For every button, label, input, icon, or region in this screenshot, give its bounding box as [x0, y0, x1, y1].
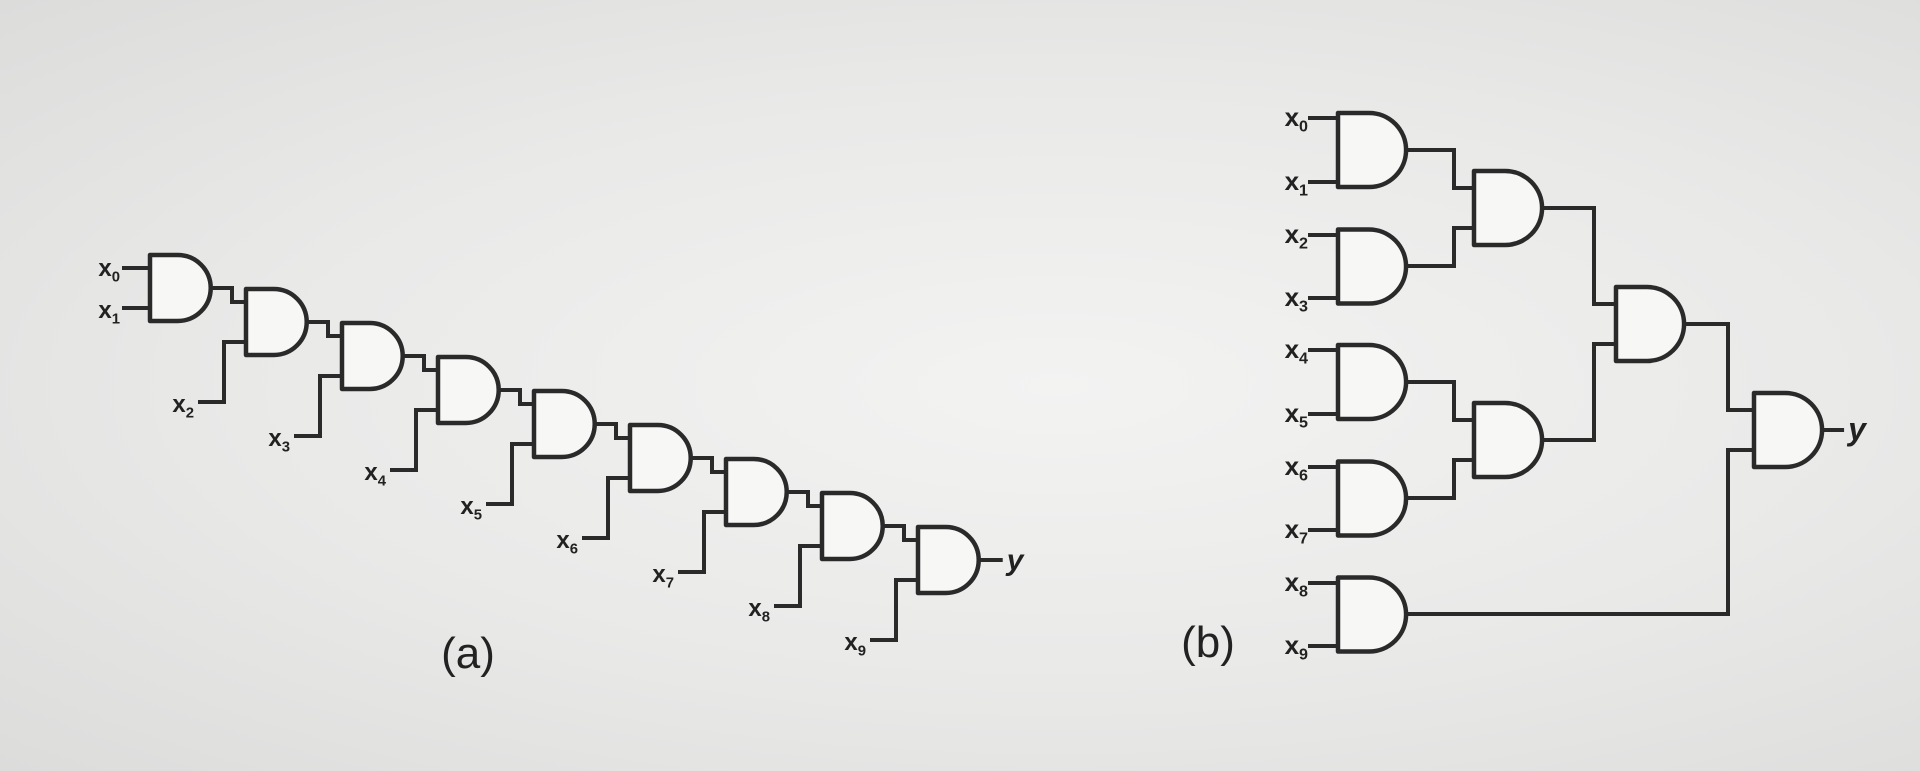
gate-a-8 [819, 490, 885, 562]
chain-circuit-labels: x0 x1 x2 x3 x4 x5 x6 x7 x8 x9 y [98, 255, 1024, 659]
input-wire-x8 [774, 544, 824, 608]
gate-a-4 [435, 354, 501, 426]
input-label-x1: x1 [1285, 166, 1308, 200]
output-label-y: y [1846, 411, 1868, 447]
input-label-x6: x6 [556, 527, 578, 557]
chain-wire-3 [400, 354, 440, 372]
tree-wire-l2-0b [1404, 226, 1484, 268]
input-label-x2: x2 [172, 391, 194, 421]
tree-wire-l3-a [1540, 206, 1626, 306]
chain-wire-7 [784, 490, 824, 508]
input-label-x2: x2 [1285, 219, 1308, 253]
gate-b-l1-4 [1335, 459, 1409, 538]
input-label-x7: x7 [652, 561, 674, 591]
gate-b-l1-3 [1335, 342, 1409, 422]
input-label-x5: x5 [1285, 398, 1308, 432]
input-label-x7: x7 [1285, 514, 1308, 548]
gate-a-1 [147, 252, 213, 324]
gate-b-l2-1 [1471, 168, 1545, 248]
tree-circuit-gates [1335, 110, 1825, 654]
input-wire-x6 [582, 476, 632, 540]
chain-wire-2 [304, 320, 344, 338]
chain-wire-6 [688, 456, 728, 474]
gate-a-9 [915, 524, 981, 596]
chain-wire-8 [880, 524, 920, 542]
input-label-x4: x4 [1285, 334, 1308, 368]
gate-a-6 [627, 422, 693, 494]
input-wire-x4 [390, 408, 440, 472]
gate-a-7 [723, 456, 789, 528]
input-label-x9: x9 [1285, 630, 1308, 664]
tree-wire-l3-b [1540, 342, 1626, 442]
chain-circuit-wires [122, 266, 1003, 642]
input-label-x3: x3 [268, 425, 290, 455]
input-wire-x2 [198, 340, 248, 404]
gate-b-l1-2 [1335, 227, 1409, 306]
tree-wire-l2-1b [1404, 458, 1484, 500]
gate-a-2 [243, 286, 309, 358]
tree-wire-l2-0a [1404, 148, 1484, 190]
chain-wire-4 [496, 388, 536, 406]
caption-b: (b) [1181, 618, 1235, 667]
chain-circuit-gates [147, 252, 981, 596]
tree-wire-l4-b [1404, 448, 1764, 616]
caption-a: (a) [441, 629, 495, 678]
input-label-x8: x8 [748, 595, 770, 625]
gate-b-final [1751, 390, 1825, 470]
tree-circuit-labels: x0 x1 x2 x3 x4 x5 x6 x7 x8 x9 y [1285, 102, 1869, 664]
chain-wire-5 [592, 422, 632, 440]
gate-b-l2-2 [1471, 400, 1545, 480]
input-label-x1: x1 [98, 297, 120, 327]
input-label-x0: x0 [98, 255, 120, 285]
input-label-x5: x5 [460, 493, 482, 523]
input-label-x0: x0 [1285, 102, 1308, 136]
tree-wire-l4-a [1682, 322, 1764, 412]
gate-b-l3 [1613, 284, 1687, 364]
input-label-x4: x4 [364, 459, 386, 489]
input-wire-x7 [678, 510, 728, 574]
tree-wire-l2-1a [1404, 380, 1484, 422]
input-label-x9: x9 [844, 629, 866, 659]
input-label-x3: x3 [1285, 282, 1308, 316]
gate-b-l1-5 [1335, 575, 1409, 654]
gate-a-5 [531, 388, 597, 460]
gate-b-l1-1 [1335, 110, 1409, 190]
input-wire-x9 [870, 578, 920, 642]
input-wire-x5 [486, 442, 536, 506]
gate-a-3 [339, 320, 405, 392]
chain-wire-1 [208, 286, 248, 304]
input-wire-x3 [294, 374, 344, 438]
input-label-x6: x6 [1285, 451, 1308, 485]
input-label-x8: x8 [1285, 567, 1308, 601]
output-label-y: y [1005, 544, 1025, 577]
